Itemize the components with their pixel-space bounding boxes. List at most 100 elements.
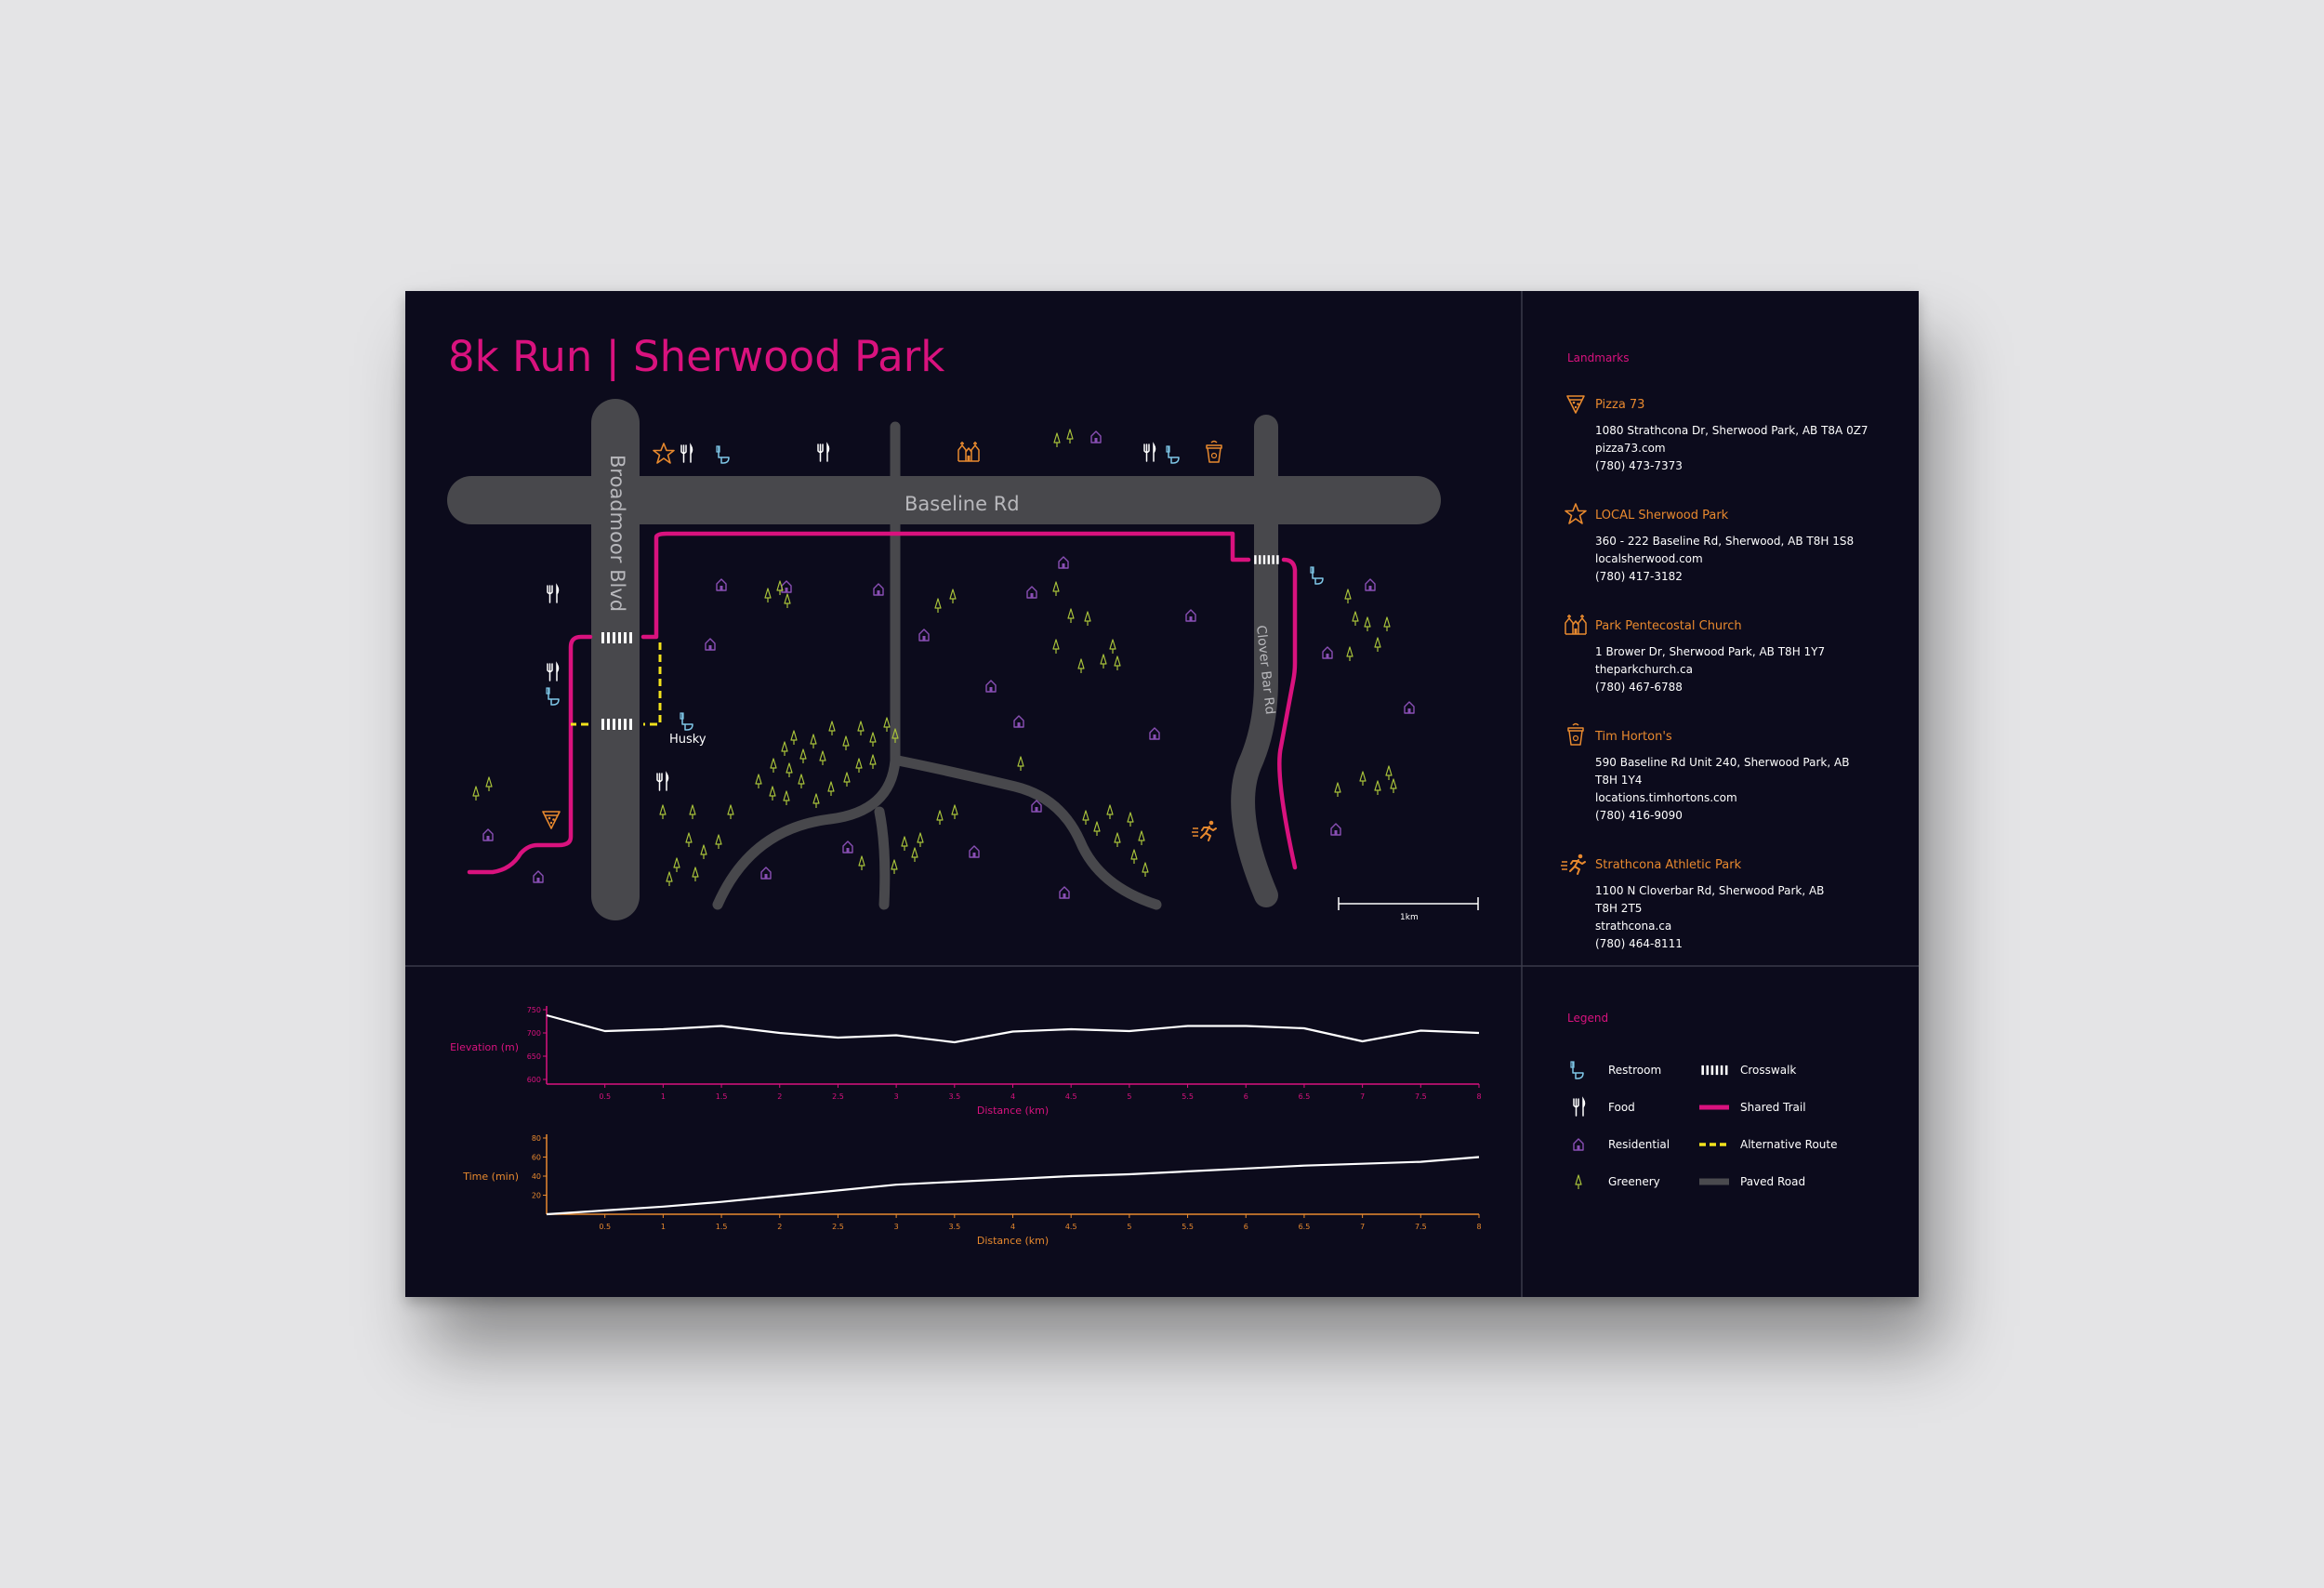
scale-bar [1338,897,1479,910]
x-tick-label: 2 [777,1223,782,1231]
x-tick-label: 0.5 [599,1223,611,1231]
y-tick-label: 80 [532,1134,541,1143]
alternative-route [571,642,662,726]
residential-icon [918,629,930,642]
x-tick-label: 1 [661,1223,666,1231]
husky-label: Husky [669,733,706,747]
food-icon [547,585,560,603]
y-tick-label: 650 [527,1052,541,1061]
greenery-icon [1084,611,1091,627]
landmark-detail: locations.timhortons.com [1595,791,1737,804]
map-area: Baseline Rd Broadmoor Blvd Clover Bar Rd… [447,399,1479,922]
greenery-icon [689,804,696,820]
runner-icon [1191,819,1217,841]
church-icon [957,441,980,462]
greenery-icon [1109,639,1116,655]
greenery-icon [1114,655,1121,671]
landmark-detail: (780) 473-7373 [1595,459,1683,472]
series-line [546,1156,1480,1216]
greenery-icon [858,855,865,871]
greenery-icon [1374,780,1381,796]
greenery-icon [1575,1174,1582,1190]
greenery-icon [776,580,784,596]
landmark-detail: strathcona.ca [1595,920,1671,933]
greenery-icon [700,844,707,860]
greenery-icon [769,786,776,801]
restroom-icon [1310,566,1324,585]
landmark-detail: 1 Brower Dr, Sherwood Park, AB T8H 1Y7 [1595,645,1825,658]
residential-icon [969,845,980,858]
x-tick-label: 7.5 [1415,1223,1427,1231]
greenery-icon [911,847,918,863]
greenery-icon [1352,611,1359,627]
landmark-name: Pizza 73 [1595,398,1644,412]
food-icon [1573,1098,1586,1117]
landmark-detail: 360 - 222 Baseline Rd, Sherwood, AB T8H … [1595,535,1854,548]
landmarks-heading: Landmarks [1567,351,1629,364]
residential-icon [760,867,772,880]
landmark-name: Strathcona Athletic Park [1595,858,1742,872]
crosswalk-icon [1701,1065,1728,1076]
legend-item: Shared Trail [1699,1101,1806,1114]
greenery-icon [917,832,924,848]
greenery-icon [1334,782,1341,798]
greenery-icon [799,748,807,764]
greenery-icon [843,772,851,787]
greenery-icon [1077,658,1085,674]
greenery-icon [715,834,722,850]
greenery-icon [827,781,835,797]
legend-label: Greenery [1608,1175,1660,1188]
y-axis-label: Time (min) [462,1171,519,1183]
landmark-item: Park Pentecostal Church 1 Brower Dr, Sher… [1565,614,1825,694]
landmark-detail: (780) 417-3182 [1595,570,1683,583]
greenery-icon [869,754,877,770]
legend-label: Paved Road [1740,1175,1805,1188]
x-tick-label: 1 [661,1092,666,1101]
greenery-icon [810,734,817,749]
greenery-icon [869,732,877,748]
runner-icon [1560,853,1586,875]
restroom-icon [1570,1061,1584,1079]
x-tick-label: 6 [1244,1223,1248,1231]
x-tick-label: 3 [894,1223,899,1231]
landmark-detail: 1100 N Cloverbar Rd, Sherwood Park, AB [1595,884,1824,897]
greenery-icon [1374,637,1381,653]
residential-icon [1013,715,1024,728]
greenery-icon [659,804,667,820]
series-line [546,1013,1480,1044]
landmark-detail: 590 Baseline Rd Unit 240, Sherwood Park,… [1595,756,1849,769]
x-tick-label: 5.5 [1182,1092,1194,1101]
legend-label: Restroom [1608,1064,1661,1077]
landmark-detail: (780) 464-8111 [1595,937,1683,950]
greenery-icon [1130,849,1138,865]
greenery-icon [1383,616,1391,632]
greenery-icon [949,589,957,604]
legend-item: Restroom [1570,1061,1661,1079]
y-tick-label: 40 [532,1172,541,1181]
residential-icon [1031,800,1042,813]
road-cloverbar [1231,415,1278,907]
legend-label: Residential [1608,1138,1670,1151]
greenery-icon [1390,778,1397,794]
food-icon [680,444,693,463]
residential-icon [985,680,997,693]
greenery-icon [666,871,673,887]
greenery-icon [1082,810,1089,826]
greenery-icon [755,774,762,789]
x-tick-label: 0.5 [599,1092,611,1101]
greenery-icon [842,735,850,751]
shared-trail [467,531,1298,875]
landmark-name: Park Pentecostal Church [1595,619,1742,633]
trail-map-poster: 8k Run | Sherwood Park Baseline Rd Broad… [405,291,1919,1297]
residential-icon [1026,586,1037,599]
x-tick-label: 7.5 [1415,1092,1427,1101]
road-east-branch [892,755,1162,910]
greenery-icon [812,793,820,809]
residential-icon [533,870,544,883]
greenery-icon [1142,862,1149,878]
legend-item: Crosswalk [1701,1064,1796,1077]
x-axis-label: Distance (km) [977,1105,1049,1117]
x-tick-label: 2.5 [832,1223,844,1231]
